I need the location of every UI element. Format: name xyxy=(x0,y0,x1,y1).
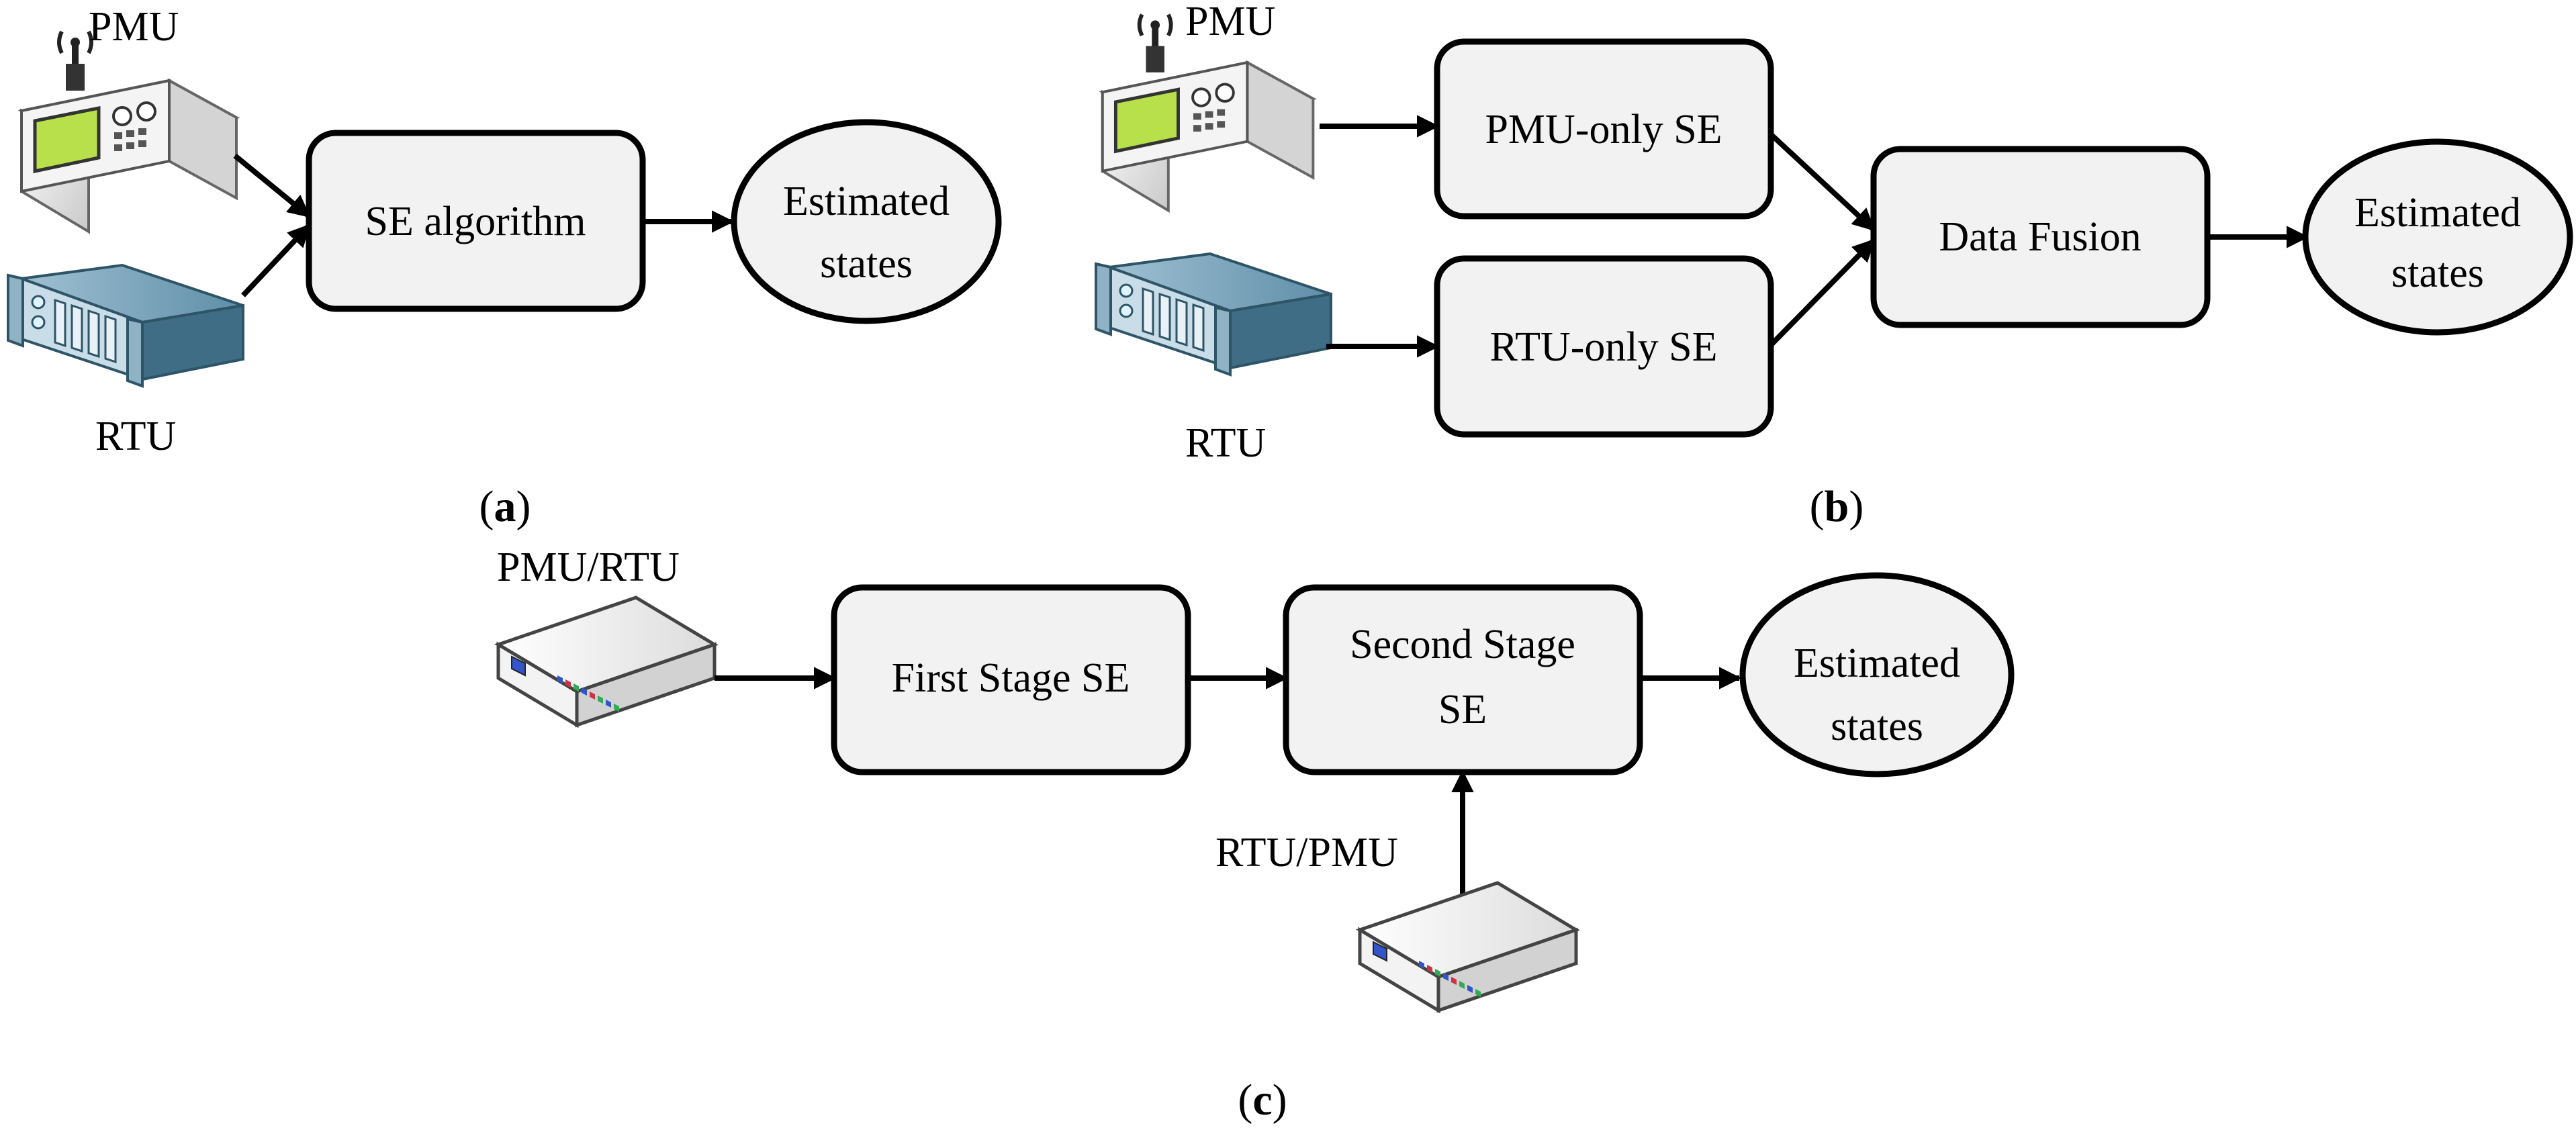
caption-b: (b) xyxy=(1810,482,1864,531)
estimated-states-line1-a: Estimated xyxy=(783,179,950,224)
port-leds xyxy=(557,675,619,712)
edge-rtu-to-se xyxy=(241,224,311,297)
estimated-states-line1-c: Estimated xyxy=(1794,641,1960,686)
estimated-states-line2-b: states xyxy=(2391,250,2484,296)
second-stage-se-line1: Second Stage xyxy=(1350,622,1575,667)
pmu-only-se-label: PMU-only SE xyxy=(1485,107,1722,152)
rtu-device-icon xyxy=(1095,252,1332,376)
pmu-device-icon xyxy=(21,32,236,232)
rtu-label: RTU xyxy=(95,414,176,459)
pmu-label: PMU xyxy=(1185,0,1275,44)
estimated-states-line2-c: states xyxy=(1831,704,1923,749)
panel-a: PMU RTU SE algorithm Estimated states (a… xyxy=(7,4,1002,531)
caption-c: (c) xyxy=(1238,1076,1287,1125)
data-fusion-label: Data Fusion xyxy=(1939,214,2141,260)
pmu-only-se-box xyxy=(1434,38,1774,220)
first-stage-se-label: First Stage SE xyxy=(892,655,1130,701)
caption-a: (a) xyxy=(479,482,531,531)
rtu-device-icon xyxy=(7,264,244,387)
rtu-label: RTU xyxy=(1185,420,1266,466)
estimated-states-ellipse-b xyxy=(2302,138,2573,336)
pmu-rtu-label: PMU/RTU xyxy=(497,544,680,590)
estimated-states-ellipse-a xyxy=(731,119,1002,324)
edge-pmu-se-to-fusion xyxy=(1769,132,1876,232)
panel-c: PMU/RTU First Stage SE Second Stage SE xyxy=(494,544,2015,1125)
second-stage-se-line2: SE xyxy=(1438,687,1487,732)
switch-device-icon xyxy=(1356,881,1580,1014)
rtu-only-se-label: RTU-only SE xyxy=(1489,324,1717,370)
port-leds xyxy=(1419,961,1481,997)
rtu-only-se-box xyxy=(1434,255,1774,438)
se-algorithm-label: SE algorithm xyxy=(365,199,586,244)
edge-pmu-to-se xyxy=(233,153,311,219)
estimated-states-ellipse-c xyxy=(1739,572,2015,777)
panel-b: PMU RTU PMU-only SE RTU-only SE Data Fus… xyxy=(1095,0,2573,531)
pmu-label: PMU xyxy=(89,4,179,50)
rtu-pmu-label: RTU/PMU xyxy=(1215,830,1398,875)
edge-rtu-se-to-fusion xyxy=(1769,238,1876,347)
switch-device-icon xyxy=(494,596,719,728)
estimated-states-line2-a: states xyxy=(820,241,913,287)
estimated-states-line1-b: Estimated xyxy=(2354,190,2521,236)
second-stage-se-box xyxy=(1283,584,1643,775)
